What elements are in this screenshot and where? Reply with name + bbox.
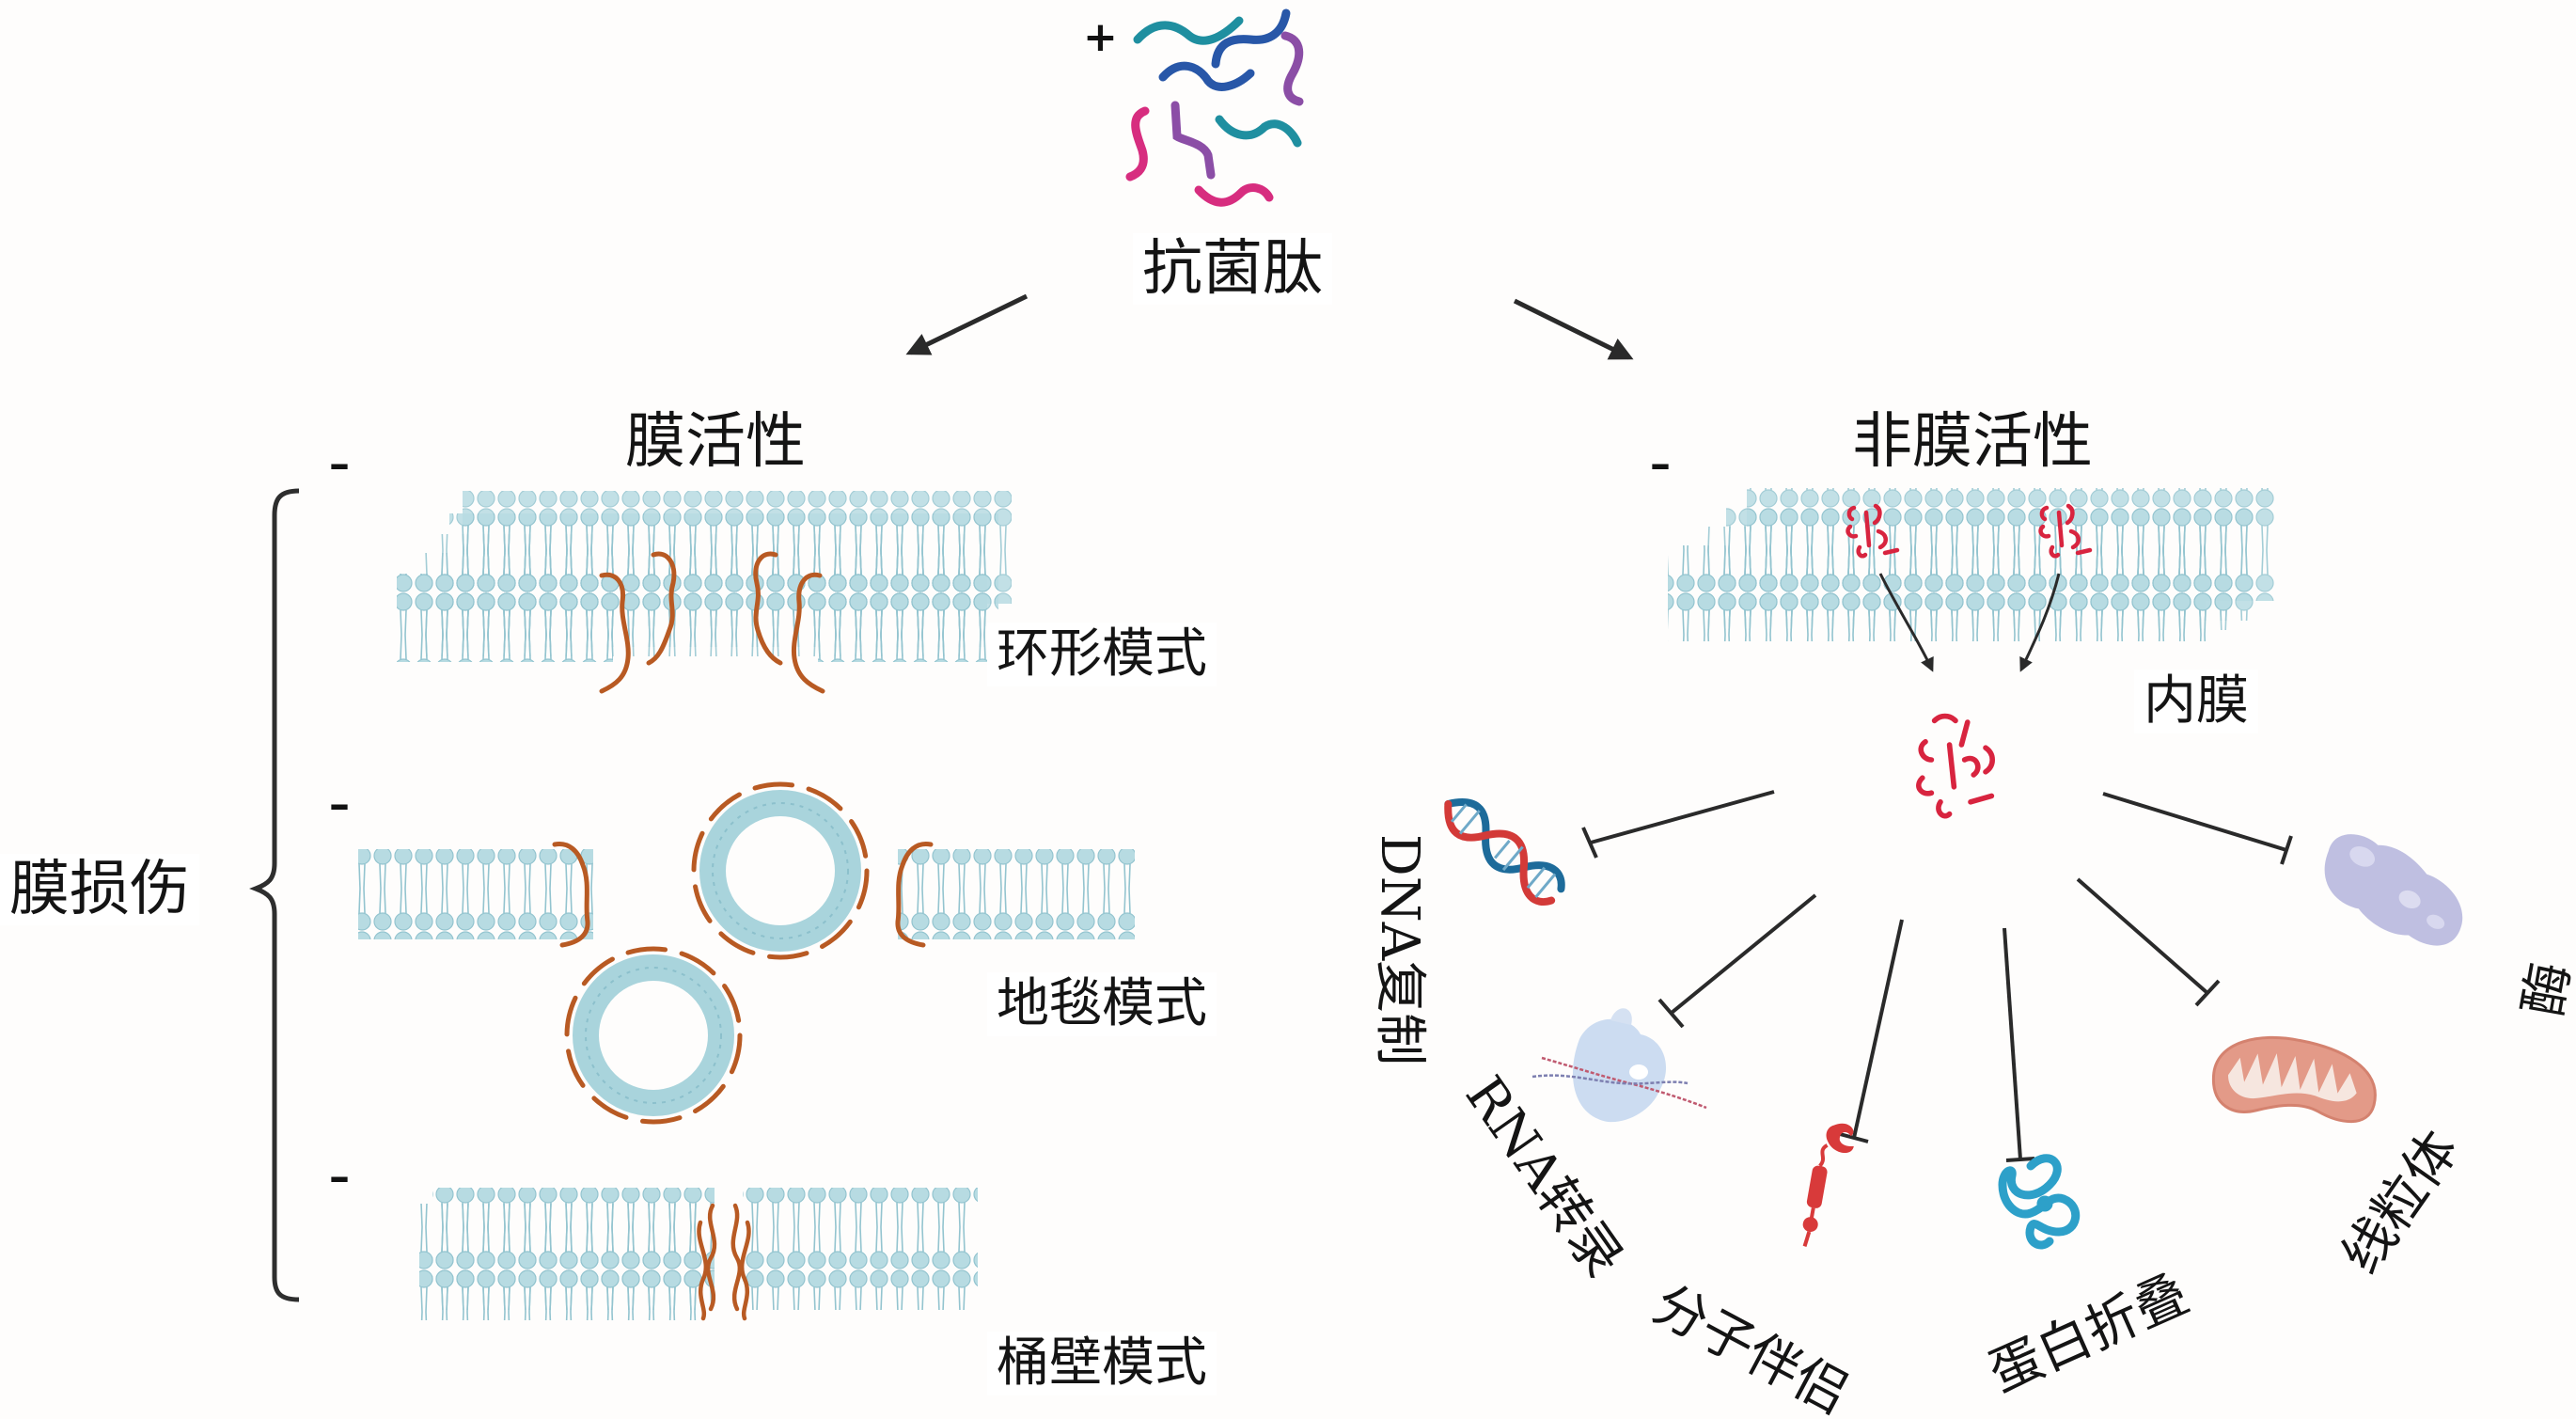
membrane-damage-label: 膜损伤 <box>0 854 199 925</box>
toroidal-pore-peptides <box>599 551 825 694</box>
membrane-damage-brace <box>249 488 300 1302</box>
toroidal-model-label: 环形模式 <box>987 623 1217 686</box>
negative-charge-sign-carpet: – <box>329 780 350 828</box>
rna-polymerase-icon <box>1531 1008 1707 1123</box>
positive-charge-sign: + <box>1083 13 1118 61</box>
toroidal-membrane <box>397 491 1012 662</box>
translocating-peptides <box>1846 503 2093 559</box>
target-label-enzyme: 酶 <box>2512 957 2576 1021</box>
antimicrobial-peptides-icon <box>1125 8 1304 207</box>
enzyme-icon <box>2324 834 2463 946</box>
inhibition-lines <box>1581 790 2293 1162</box>
inner-membrane-label: 内膜 <box>2134 670 2258 733</box>
arrow-to-membrane-active <box>905 293 1029 355</box>
barrel-stave-model-label: 桶壁模式 <box>987 1332 1217 1395</box>
negative-charge-sign-barrel: – <box>329 1153 350 1201</box>
outer-membrane <box>1668 488 2275 641</box>
dna-helix-icon <box>1444 798 1565 906</box>
internalized-peptide-cluster <box>1916 713 1995 819</box>
negative-charge-sign-toroidal: – <box>329 440 350 488</box>
protein-folding-icon <box>1998 1154 2081 1250</box>
mitochondrion-icon <box>2211 1035 2377 1124</box>
barrel-stave-peptides <box>697 1203 751 1321</box>
antimicrobial-peptide-title: 抗菌肽 <box>1133 233 1332 305</box>
chaperone-icon <box>1802 1123 1854 1247</box>
target-label-dna-replication: DNA复制 <box>1369 833 1431 1066</box>
non-membrane-active-title: 非膜活性 <box>1852 407 2093 477</box>
barrel-stave-membrane <box>419 1188 978 1320</box>
arrow-to-non-membrane-active <box>1513 298 1634 360</box>
negative-charge-sign-outer-membrane: – <box>1650 440 1671 488</box>
carpet-model-label: 地毯模式 <box>987 972 1217 1036</box>
carpet-peptides <box>552 781 934 1125</box>
translocation-arrow-right <box>2019 573 2061 672</box>
membrane-active-title: 膜活性 <box>625 407 806 477</box>
translocation-arrow-left <box>1878 573 1934 672</box>
carpet-membrane <box>358 790 1135 1116</box>
